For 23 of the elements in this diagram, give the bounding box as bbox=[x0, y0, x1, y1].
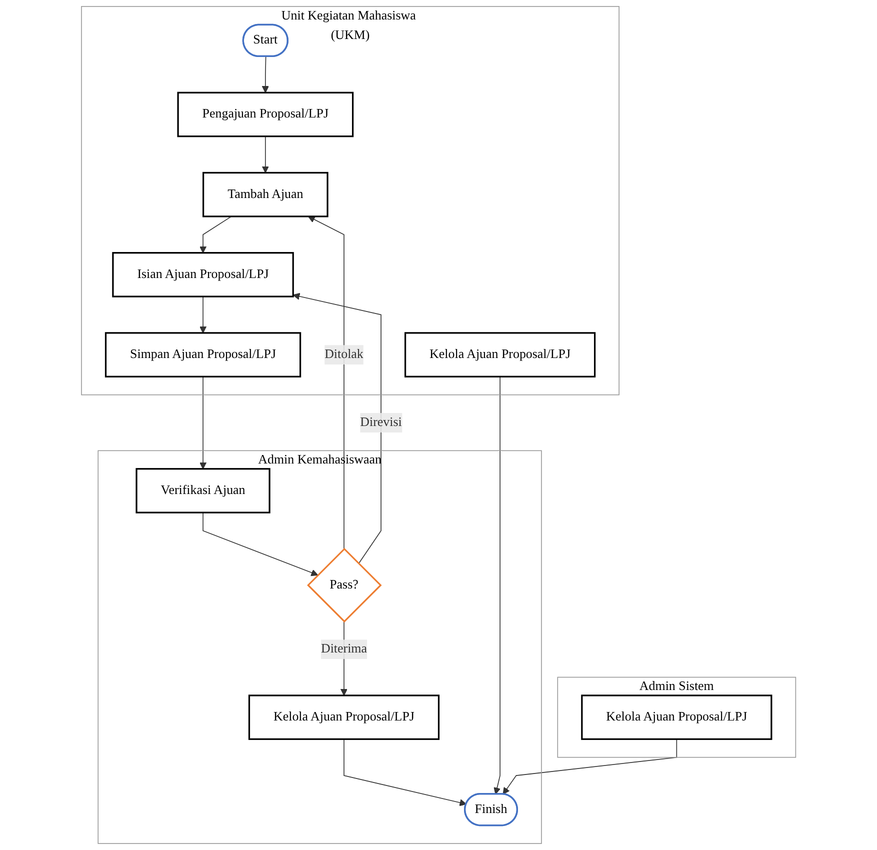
node-box: Simpan Ajuan Proposal/LPJ bbox=[104, 332, 302, 378]
edge-label: Direvisi bbox=[360, 415, 402, 430]
arrow bbox=[199, 296, 206, 334]
node-box: Kelola Ajuan Proposal/LPJ bbox=[581, 694, 772, 740]
node-box: Isian Ajuan Proposal/LPJ bbox=[112, 252, 294, 298]
arrow bbox=[262, 56, 269, 93]
node-diamond: Pass? bbox=[306, 548, 382, 623]
arrow bbox=[494, 376, 500, 794]
arrow bbox=[262, 136, 269, 174]
arrow bbox=[344, 738, 467, 806]
arrow bbox=[292, 292, 382, 564]
node-box: Kelola Ajuan Proposal/LPJ bbox=[404, 332, 596, 378]
node-box: Kelola Ajuan Proposal/LPJ bbox=[248, 694, 440, 740]
edge-label: Diterima bbox=[320, 642, 367, 656]
arrow bbox=[502, 738, 677, 795]
node-box: Tambah Ajuan bbox=[202, 172, 328, 218]
arrow bbox=[199, 216, 232, 254]
edge-label: Ditolak bbox=[324, 348, 364, 362]
arrow bbox=[202, 512, 318, 576]
node-box: Pengajuan Proposal/LPJ bbox=[177, 92, 354, 138]
arrow bbox=[308, 216, 344, 550]
node-box: Verifikasi Ajuan bbox=[136, 468, 270, 514]
arrow bbox=[199, 376, 206, 470]
